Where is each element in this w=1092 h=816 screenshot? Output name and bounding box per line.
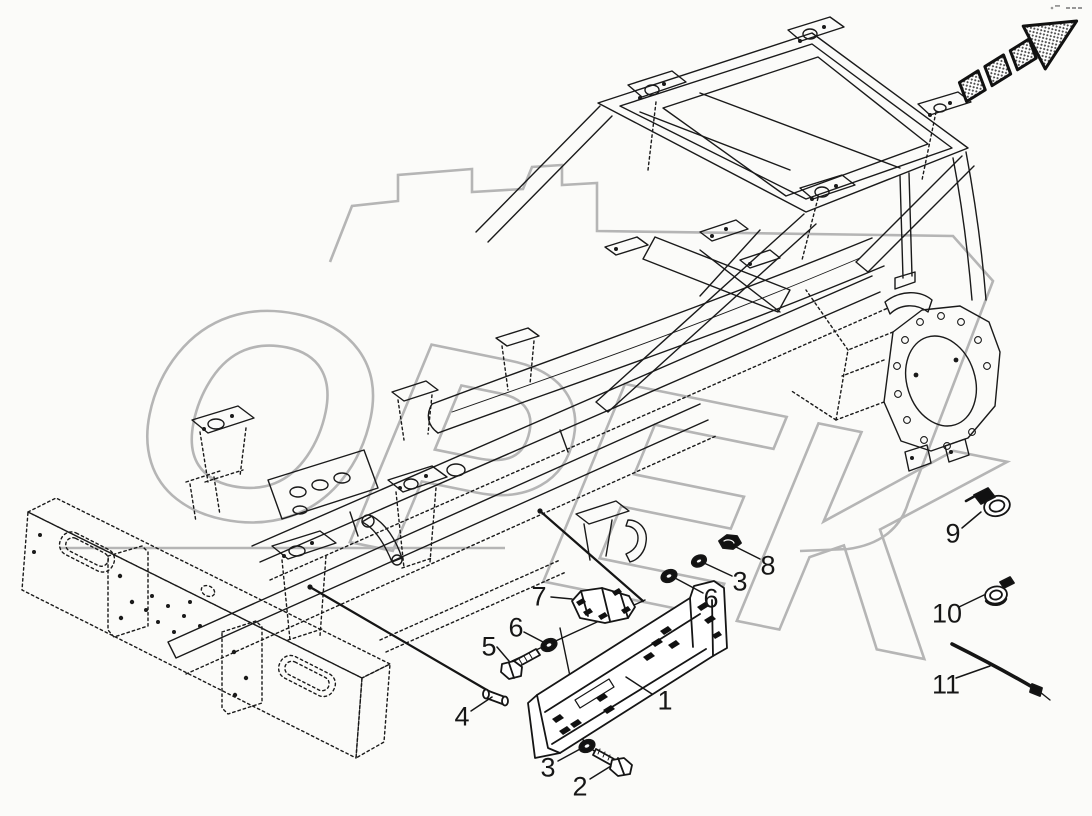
callout-10: 10	[931, 598, 963, 629]
engine-mount-pedestals	[185, 327, 630, 641]
axle-housing	[789, 289, 1001, 472]
part-10-band-clamp	[984, 576, 1015, 607]
direction-arrow-icon	[957, 19, 1079, 104]
callout-4: 4	[454, 701, 470, 732]
part-6-washer-right	[660, 568, 678, 584]
callout-6-right: 6	[703, 583, 719, 614]
exploded-parts	[308, 487, 1051, 777]
frame-rails	[167, 275, 889, 675]
callout-3-lower: 3	[540, 752, 556, 783]
part-4-pin	[482, 688, 509, 707]
callout-5: 5	[481, 631, 497, 662]
callout-11: 11	[931, 669, 961, 700]
part-8-nut	[718, 534, 742, 550]
callout-8: 8	[760, 550, 776, 581]
part-7-clamp-plate	[571, 587, 636, 624]
part-1-bracket	[527, 580, 728, 759]
corner-marks-icon	[1050, 5, 1082, 10]
part-5-bolt	[500, 648, 541, 680]
watermark-silhouette	[328, 163, 995, 553]
part-9-hose-clamp	[964, 487, 1011, 518]
callout-6-left: 6	[508, 612, 524, 643]
front-bumper	[21, 497, 391, 759]
frame-legs	[475, 105, 975, 413]
main-tube-beam	[427, 237, 885, 434]
callout-7: 7	[531, 581, 547, 612]
callout-3-right: 3	[732, 566, 748, 597]
cross-member-details	[267, 449, 647, 566]
callout-9: 9	[945, 518, 961, 549]
chassis-drawing	[21, 16, 1001, 759]
callout-1: 1	[657, 685, 673, 716]
part-11-cable-tie	[950, 642, 1051, 701]
part-6-washer-left	[540, 637, 558, 653]
part-3-washer-right	[690, 554, 708, 568]
callout-2: 2	[572, 771, 588, 802]
rear-frame	[597, 16, 987, 301]
callout-leader-lines	[470, 511, 991, 780]
part-2-bolt	[592, 748, 633, 777]
